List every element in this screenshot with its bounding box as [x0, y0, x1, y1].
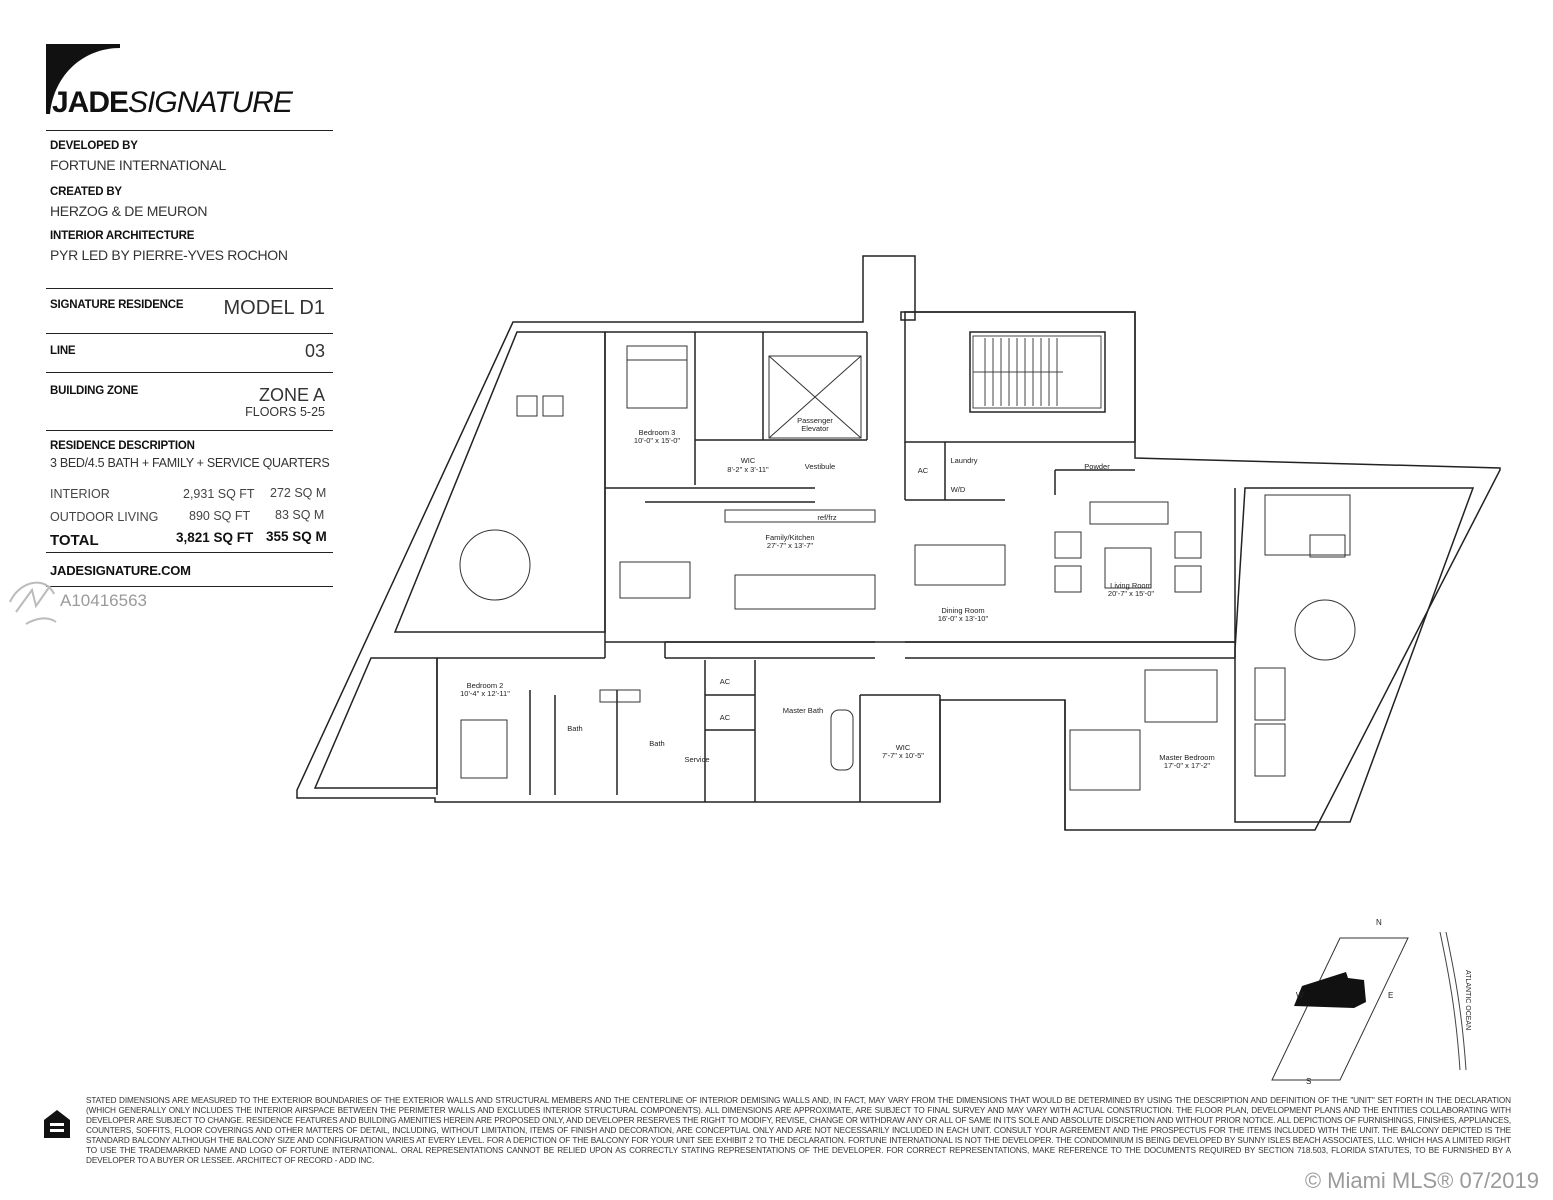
room-master-bedroom: Master Bedroom: [1159, 753, 1214, 762]
building-footprint: [1294, 972, 1366, 1008]
brand-wordmark: JADESIGNATURE: [52, 86, 293, 120]
total-label: TOTAL: [50, 532, 99, 549]
room-wd: W/D: [951, 485, 966, 494]
zone-value: ZONE A: [258, 385, 325, 405]
created-by-label: CREATED BY: [50, 186, 122, 198]
room-wic2: WIC: [896, 743, 911, 752]
room-wic1: WIC: [741, 456, 756, 465]
interior-label: INTERIOR: [50, 487, 110, 501]
divider: [46, 552, 333, 553]
website-link[interactable]: JADESIGNATURE.COM: [50, 563, 191, 578]
room-elevator: Passenger: [797, 416, 833, 425]
room-reffrz: ref/frz: [817, 513, 836, 522]
legal-disclaimer: STATED DIMENSIONS ARE MEASURED TO THE EX…: [86, 1096, 1511, 1165]
line-value: 03: [304, 341, 325, 361]
interior-sqm: 272 SQ M: [270, 486, 327, 500]
room-powder: Powder: [1084, 462, 1110, 471]
floors-value: FLOORS 5-25: [245, 405, 325, 419]
site-outline: [1271, 937, 1409, 1081]
elevator-shaft: [768, 355, 862, 439]
building-zone-label: BUILDING ZONE: [50, 385, 139, 397]
brand-name-bold: JADE: [52, 86, 129, 119]
room-living: Living Room: [1110, 581, 1152, 590]
equal-housing-icon: [44, 1110, 70, 1138]
shoreline: [1439, 931, 1467, 1071]
mls-copyright: © Miami MLS® 07/2019: [1304, 1168, 1539, 1193]
developed-by-label: DEVELOPED BY: [50, 140, 138, 152]
compass-n: N: [1376, 918, 1382, 927]
room-master-bedroom-dim: 17'-0" x 17'-2": [1164, 761, 1210, 770]
room-wic2-dim: 7'-7" x 10'-5": [882, 751, 924, 760]
total-sqm: 355 SQ M: [266, 529, 327, 544]
mls-watermark-icon: [9, 581, 57, 625]
room-family: Family/Kitchen: [765, 533, 814, 542]
brand-logo-mark: [46, 44, 120, 114]
divider: [46, 372, 333, 373]
residence-description-label: RESIDENCE DESCRIPTION: [50, 440, 195, 452]
stair: [972, 335, 1102, 409]
furniture: [459, 345, 1356, 791]
divider: [46, 333, 333, 334]
line-label: LINE: [50, 345, 76, 357]
divider: [46, 130, 333, 131]
room-bath1: Bath: [567, 724, 582, 733]
divider: [46, 430, 333, 431]
residence-description-value: 3 BED/4.5 BATH + FAMILY + SERVICE QUARTE…: [50, 456, 330, 470]
compass-s: S: [1306, 1077, 1311, 1085]
outdoor-sqft: 890 SQ FT: [189, 509, 251, 523]
room-bath2: Bath: [649, 739, 664, 748]
room-bedroom2-dim: 10'-4" x 12'-11": [460, 689, 510, 698]
room-living-dim: 20'-7" x 15'-0": [1108, 589, 1154, 598]
floor-plan: Bedroom 3 10'-0" x 15'-0" WIC 8'-2" x 3'…: [296, 255, 1501, 831]
room-ac3: AC: [720, 713, 731, 722]
site-plan-compass: N S E W ATLANTIC OCEAN: [1271, 918, 1471, 1085]
ocean-label: ATLANTIC OCEAN: [1464, 970, 1471, 1030]
room-dining: Dining Room: [941, 606, 984, 615]
outdoor-sqm: 83 SQ M: [275, 508, 325, 522]
brand-name-italic: SIGNATURE: [128, 86, 293, 119]
room-laundry: Laundry: [950, 456, 977, 465]
room-wic1-dim: 8'-2" x 3'-11": [727, 465, 769, 474]
room-bedroom2: Bedroom 2: [467, 681, 504, 690]
compass-e: E: [1388, 991, 1393, 1000]
divider: [46, 586, 333, 587]
interior-sqft: 2,931 SQ FT: [183, 487, 255, 501]
room-ac2: AC: [720, 677, 731, 686]
room-ac1: AC: [918, 466, 929, 475]
room-master-bath: Master Bath: [783, 706, 823, 715]
signature-residence-label: SIGNATURE RESIDENCE: [50, 299, 184, 311]
interior-architecture-value: PYR LED BY PIERRE-YVES ROCHON: [50, 247, 288, 263]
room-vestibule: Vestibule: [805, 462, 835, 471]
compass-w: W: [1296, 991, 1304, 1000]
room-bedroom3-dim: 10'-0" x 15'-0": [634, 436, 680, 445]
room-bedroom3: Bedroom 3: [639, 428, 676, 437]
room-dining-dim: 16'-0" x 13'-10": [938, 614, 989, 623]
outdoor-label: OUTDOOR LIVING: [50, 510, 159, 524]
total-sqft: 3,821 SQ FT: [176, 530, 254, 545]
room-service: Service: [684, 755, 709, 764]
divider: [46, 288, 333, 289]
room-elevator-2: Elevator: [801, 424, 829, 433]
listing-id: A10416563: [60, 591, 147, 610]
created-by-value: HERZOG & DE MEURON: [50, 203, 208, 219]
model-value: MODEL D1: [223, 297, 325, 319]
interior-architecture-label: INTERIOR ARCHITECTURE: [50, 230, 195, 242]
developed-by-value: FORTUNE INTERNATIONAL: [50, 157, 226, 173]
room-family-dim: 27'-7" x 13'-7": [767, 541, 813, 550]
